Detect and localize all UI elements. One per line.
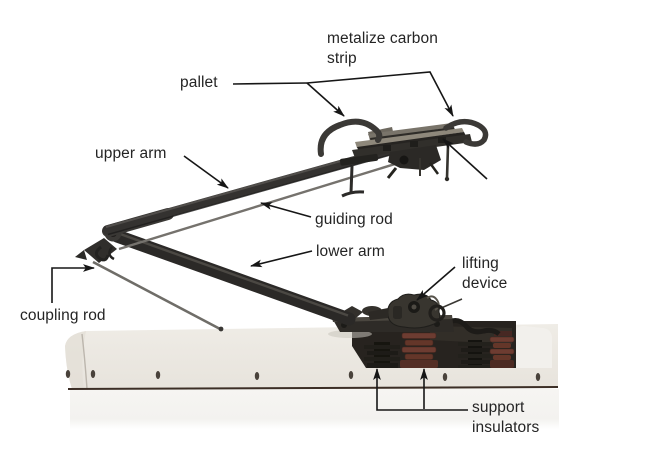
lower-arm-tube [110, 229, 356, 326]
leader-lower-arm [250, 250, 313, 268]
leader-upper-arm [183, 155, 229, 189]
label-support-insulators-line2: insulators [472, 419, 540, 436]
label-lower-arm: lower arm [316, 243, 385, 260]
leader-carbon-strip-arrow [306, 71, 454, 117]
roof-trim-line [67, 386, 559, 390]
leader-lifting-device [416, 266, 456, 301]
roof-rivets [65, 370, 541, 381]
leader-head-extra-arrow [442, 138, 488, 180]
label-support-insulators: support insulators [472, 398, 539, 438]
label-support-insulators-line1: support [472, 399, 525, 416]
support-insulator-right [458, 331, 515, 368]
support-insulator-left [364, 342, 400, 368]
label-metalize-carbon-strip-line1: metalize carbon [327, 30, 438, 47]
base-conduit-pipe [441, 318, 501, 337]
leader-support-insulator-1 [373, 368, 468, 411]
leader-pallet-stem [232, 82, 308, 85]
label-pallet: pallet [180, 74, 218, 91]
guiding-rod-bar [118, 152, 424, 251]
leader-coupling-rod [51, 264, 95, 303]
label-lifting-device-line1: lifting [462, 255, 499, 272]
label-metalize-carbon-strip-line2: strip [327, 50, 357, 67]
leader-pallet-arrow [306, 82, 345, 117]
label-coupling-rod: coupling rod [20, 307, 106, 324]
label-lifting-device-line2: device [462, 275, 508, 292]
label-metalize-carbon-strip: metalize carbon strip [327, 29, 438, 69]
lifting-device-assembly [368, 293, 446, 329]
leader-guiding-rod [260, 202, 312, 218]
coupling-rod-bar [92, 260, 224, 332]
pan-head [317, 118, 489, 198]
label-upper-arm: upper arm [95, 145, 167, 162]
label-guiding-rod: guiding rod [315, 211, 393, 228]
label-lifting-device: lifting device [462, 254, 507, 294]
annotations [51, 71, 488, 411]
